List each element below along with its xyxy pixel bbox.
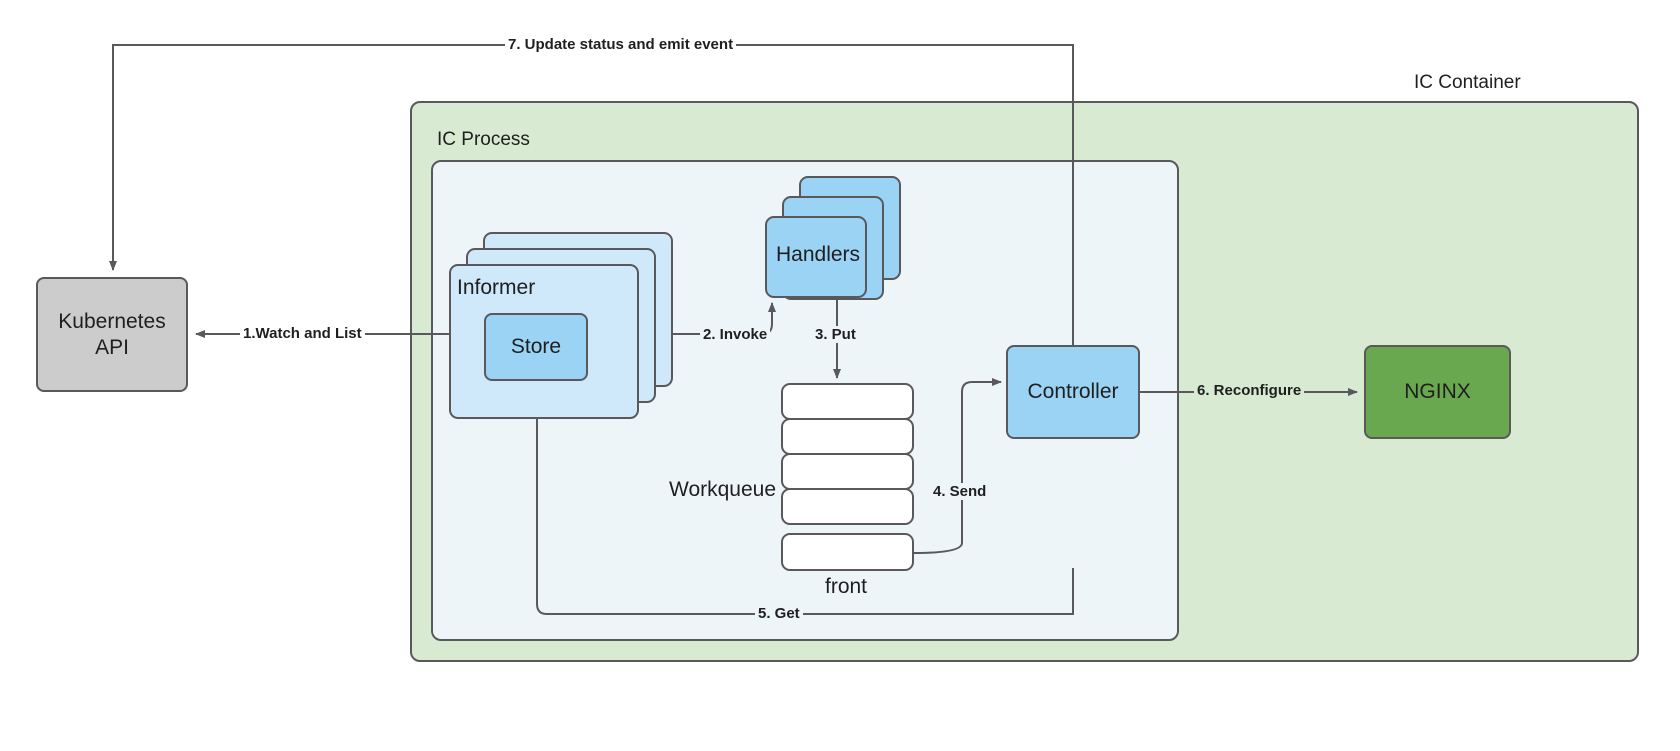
node-controller[interactable]: Controller (1006, 345, 1140, 439)
ic-process-label: IC Process (437, 129, 530, 150)
ic-container-label: IC Container (1414, 72, 1521, 93)
node-nginx[interactable]: NGINX (1364, 345, 1511, 439)
workqueue-front-label: front (825, 575, 868, 598)
node-store[interactable]: Store (484, 313, 588, 381)
edge-label-2: 2. Invoke (700, 326, 771, 343)
workqueue-cell-2[interactable] (781, 418, 914, 455)
workqueue-cell-4[interactable] (781, 488, 914, 525)
informer-card-front[interactable]: Informer (449, 264, 639, 419)
informer-label: Informer (457, 276, 536, 299)
node-kubernetes-api[interactable]: Kubernetes API (36, 277, 188, 392)
workqueue-label: Workqueue (669, 478, 777, 501)
handlers-label: Handlers (776, 243, 861, 266)
workqueue-cell-3[interactable] (781, 453, 914, 490)
edge-label-5: 5. Get (755, 605, 803, 622)
edge-label-3: 3. Put (812, 326, 859, 343)
edge-label-6: 6. Reconfigure (1194, 382, 1305, 399)
handlers-card-front[interactable]: Handlers (765, 216, 867, 298)
workqueue-cell-5-front[interactable] (781, 533, 914, 571)
edge-label-1: 1.Watch and List (240, 325, 365, 342)
workqueue-cell-1[interactable] (781, 383, 914, 420)
edge-label-7: 7. Update status and emit event (505, 36, 737, 53)
edge-label-4: 4. Send (930, 483, 990, 500)
